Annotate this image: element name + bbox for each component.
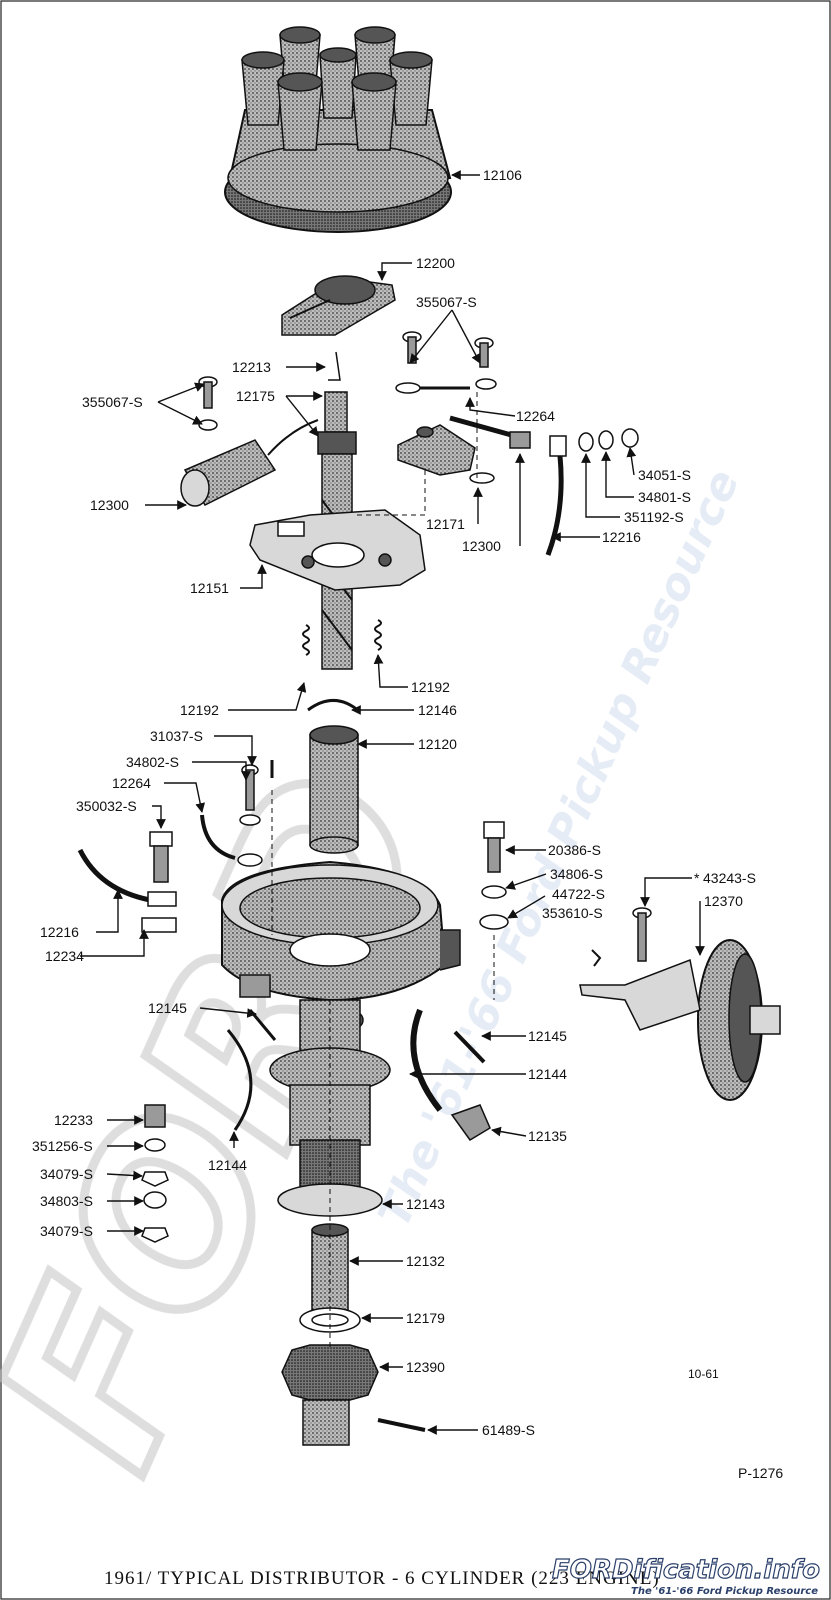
rotor bbox=[281, 275, 396, 336]
label-355067s-left: 355067-S bbox=[82, 394, 143, 410]
label-12120: 12120 bbox=[418, 736, 457, 752]
label-12145-right: 12145 bbox=[528, 1028, 567, 1044]
rotor-clip bbox=[328, 351, 341, 381]
label-12175: 12175 bbox=[236, 388, 275, 404]
vacuum-advance bbox=[579, 907, 781, 1101]
label-12234: 12234 bbox=[45, 948, 84, 964]
label-12200: 12200 bbox=[416, 255, 455, 271]
label-12106: 12106 bbox=[483, 167, 522, 183]
leader-lines bbox=[80, 170, 705, 1435]
label-12144-left: 12144 bbox=[208, 1157, 247, 1173]
label-34803s: 34803-S bbox=[40, 1193, 93, 1209]
breaker-plate bbox=[249, 509, 426, 591]
footer-watermark-logo: FORDification.info bbox=[552, 1555, 820, 1585]
label-12146: 12146 bbox=[418, 702, 457, 718]
label-12264-top: 12264 bbox=[516, 408, 555, 424]
hardware-right-mid bbox=[479, 821, 509, 930]
label-12300-left: 12300 bbox=[90, 497, 129, 513]
label-351256s: 351256-S bbox=[32, 1138, 93, 1154]
label-34802s: 34802-S bbox=[126, 754, 179, 770]
label-12233: 12233 bbox=[54, 1112, 93, 1128]
pins-clips bbox=[226, 1008, 491, 1141]
label-12213: 12213 bbox=[232, 359, 271, 375]
label-12144-right: 12144 bbox=[528, 1066, 567, 1082]
label-43243s-star: * bbox=[694, 870, 700, 886]
label-12192-left: 12192 bbox=[180, 702, 219, 718]
figure-caption: 1961/ TYPICAL DISTRIBUTOR - 6 CYLINDER (… bbox=[104, 1568, 660, 1589]
advance-springs bbox=[302, 619, 382, 656]
label-12264-left: 12264 bbox=[112, 775, 151, 791]
label-350032s: 350032-S bbox=[76, 798, 137, 814]
cap-towers bbox=[241, 26, 433, 151]
label-12151: 12151 bbox=[190, 580, 229, 596]
label-12192-right: 12192 bbox=[411, 679, 450, 695]
distributor-cap bbox=[224, 26, 452, 233]
label-353610s: 353610-S bbox=[542, 905, 603, 921]
footer-watermark: FORDification.info The '61-'66 Ford Pick… bbox=[551, 1554, 820, 1597]
label-34051s: 34051-S bbox=[638, 467, 691, 483]
label-34801s: 34801-S bbox=[638, 489, 691, 505]
label-12132: 12132 bbox=[406, 1253, 445, 1269]
date-code: 10-61 bbox=[688, 1367, 719, 1381]
label-20386s: 20386-S bbox=[548, 842, 601, 858]
label-12216-top: 12216 bbox=[602, 529, 641, 545]
label-31037s: 31037-S bbox=[150, 728, 203, 744]
label-43243s: 43243-S bbox=[703, 870, 756, 886]
label-12370: 12370 bbox=[704, 893, 743, 909]
lower-parts bbox=[281, 1223, 426, 1446]
label-12216-left: 12216 bbox=[40, 924, 79, 940]
label-12143: 12143 bbox=[406, 1196, 445, 1212]
label-12171: 12171 bbox=[426, 516, 465, 532]
label-34079s-a: 34079-S bbox=[40, 1166, 93, 1182]
condenser bbox=[180, 419, 319, 507]
label-355067s-top: 355067-S bbox=[416, 294, 477, 310]
ground-strap-left bbox=[77, 848, 177, 933]
footer-watermark-tagline: The '61-'66 Ford Pickup Resource bbox=[631, 1586, 818, 1597]
label-61489s: 61489-S bbox=[482, 1422, 535, 1438]
breaker-points bbox=[397, 415, 531, 484]
part-labels: 12106 12200 355067-S 12213 12175 355067-… bbox=[32, 167, 756, 1438]
bushing-sleeve bbox=[309, 725, 359, 854]
label-12145-left: 12145 bbox=[148, 1000, 187, 1016]
label-12179: 12179 bbox=[406, 1310, 445, 1326]
distributor-housing bbox=[221, 860, 461, 1191]
label-12390: 12390 bbox=[406, 1359, 445, 1375]
label-34806s: 34806-S bbox=[550, 866, 603, 882]
label-44722s: 44722-S bbox=[552, 886, 605, 902]
terminal-hardware-top bbox=[545, 428, 639, 556]
label-12300-right: 12300 bbox=[462, 538, 501, 554]
label-34079s-b: 34079-S bbox=[40, 1223, 93, 1239]
plate-code: P-1276 bbox=[738, 1465, 783, 1481]
label-12135: 12135 bbox=[528, 1128, 567, 1144]
label-351192s: 351192-S bbox=[624, 509, 684, 525]
screws-355067-top bbox=[395, 331, 497, 394]
assembly-guide-lines bbox=[271, 392, 495, 1350]
